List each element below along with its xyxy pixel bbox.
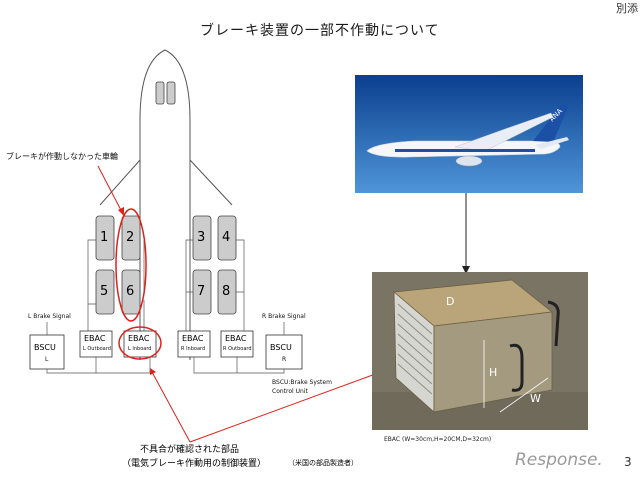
wire-l-outboard-wheels xyxy=(87,239,96,331)
wheel-label-4: 4 xyxy=(222,230,231,245)
ebac-l-outboard-box xyxy=(79,330,113,358)
ebac-r-inboard-box xyxy=(177,330,211,358)
ebac-r-outboard-sub: R Outboard xyxy=(223,346,252,352)
l-brake-signal-label: L Brake Signal xyxy=(28,313,71,320)
callout-arrowhead-wheels xyxy=(118,207,124,216)
aircraft-fuselage xyxy=(139,49,191,360)
nose-gear-wheel-right xyxy=(166,81,176,105)
plane-stripe xyxy=(395,149,535,152)
faulty-part-line1: 不具合が確認された部品 xyxy=(140,445,240,455)
ebac-handle-right xyxy=(509,343,524,392)
ebac-l-inboard-box xyxy=(123,330,157,358)
ebac-l-outboard-sub: L Outboard xyxy=(83,346,111,352)
wheel-3 xyxy=(192,215,212,261)
wire-bscu-r-to-ebacs xyxy=(193,357,285,374)
ebac-photo-caption: EBAC (W=30cm,H=20CM,D=32cm) xyxy=(384,436,492,443)
wheel-2 xyxy=(121,215,141,261)
plane-stabilizer xyxy=(535,137,569,149)
wheel-label-1: 1 xyxy=(100,230,109,245)
ebac-r-inboard-sub: R Inboard xyxy=(181,346,206,352)
faulty-ebac-highlight xyxy=(118,326,162,360)
bscu-left-box xyxy=(29,334,65,370)
wire-r-inboard-wheels xyxy=(185,239,193,331)
wheel-label-2: 2 xyxy=(126,230,135,245)
corner-tag: 別添 xyxy=(616,2,638,15)
wheel-label-3: 3 xyxy=(197,230,206,245)
nose-gear-wheel-left xyxy=(155,81,165,105)
ebac-r-outboard-box xyxy=(220,330,254,358)
bscu-right-name: BSCU xyxy=(270,343,292,352)
dimension-w: W xyxy=(530,392,541,405)
dimension-line-w xyxy=(499,377,549,413)
aircraft-photo: ANA xyxy=(355,75,583,193)
wheel-1 xyxy=(95,215,115,261)
callout-arrow-wheels xyxy=(97,165,125,217)
page-number: 3 xyxy=(624,455,632,469)
ebac-r-outboard-name: EBAC xyxy=(225,334,247,343)
plane-engine xyxy=(455,155,483,167)
bscu-right-box xyxy=(265,334,303,370)
dimension-h: H xyxy=(489,366,497,379)
ebac-r-inboard-name: EBAC xyxy=(182,334,204,343)
ebac-l-inboard-sub: L Inboard xyxy=(128,346,152,352)
bscu-right-side: R xyxy=(282,356,287,363)
faulty-part-note: （米国の部品製造者） xyxy=(288,459,358,467)
callout-failed-wheels: ブレーキが作動しなかった車輪 xyxy=(6,152,118,161)
aircraft-wing-right xyxy=(189,159,233,206)
aircraft-wing-left xyxy=(99,159,141,206)
bscu-note-line1: BSCU:Brake System xyxy=(272,379,332,386)
failed-wheels-highlight xyxy=(115,208,147,322)
wire-r-outboard-wheels xyxy=(236,239,245,331)
ebac-l-outboard-name: EBAC xyxy=(84,334,106,343)
faulty-part-arrow xyxy=(151,371,191,443)
bscu-note-line2: Control Unit xyxy=(272,388,308,395)
left-main-gear xyxy=(95,215,141,315)
faulty-part-line2: （電気ブレーキ作動用の制御装置） xyxy=(122,459,267,469)
bscu-left-side: L xyxy=(45,356,49,363)
faulty-part-arrowhead-1 xyxy=(150,368,156,375)
wheel-6 xyxy=(121,269,141,315)
ebac-cooling-fins xyxy=(397,303,433,395)
faulty-part-arrow-to-photo xyxy=(189,361,409,443)
response-logo: Response. xyxy=(515,450,603,470)
wheel-label-8: 8 xyxy=(222,284,231,299)
wheel-label-7: 7 xyxy=(197,284,206,299)
ebac-photo: D H W xyxy=(372,272,588,430)
bscu-left-name: BSCU xyxy=(34,343,56,352)
photo-connector-arrowhead xyxy=(462,266,470,274)
ebac-l-inboard-name: EBAC xyxy=(128,334,150,343)
wheel-label-5: 5 xyxy=(100,284,109,299)
wheel-5 xyxy=(95,269,115,315)
wheel-label-6: 6 xyxy=(126,284,135,299)
wheel-4 xyxy=(217,215,237,261)
r-brake-signal-label: R Brake Signal xyxy=(262,313,306,320)
right-main-gear xyxy=(192,215,237,315)
slide-title: ブレーキ装置の一部不作動について xyxy=(200,23,440,39)
dimension-d: D xyxy=(446,295,454,308)
ebac-handle-back xyxy=(547,300,560,347)
wire-bscu-l-to-ebacs xyxy=(46,357,151,374)
plane-tail xyxy=(533,105,569,142)
